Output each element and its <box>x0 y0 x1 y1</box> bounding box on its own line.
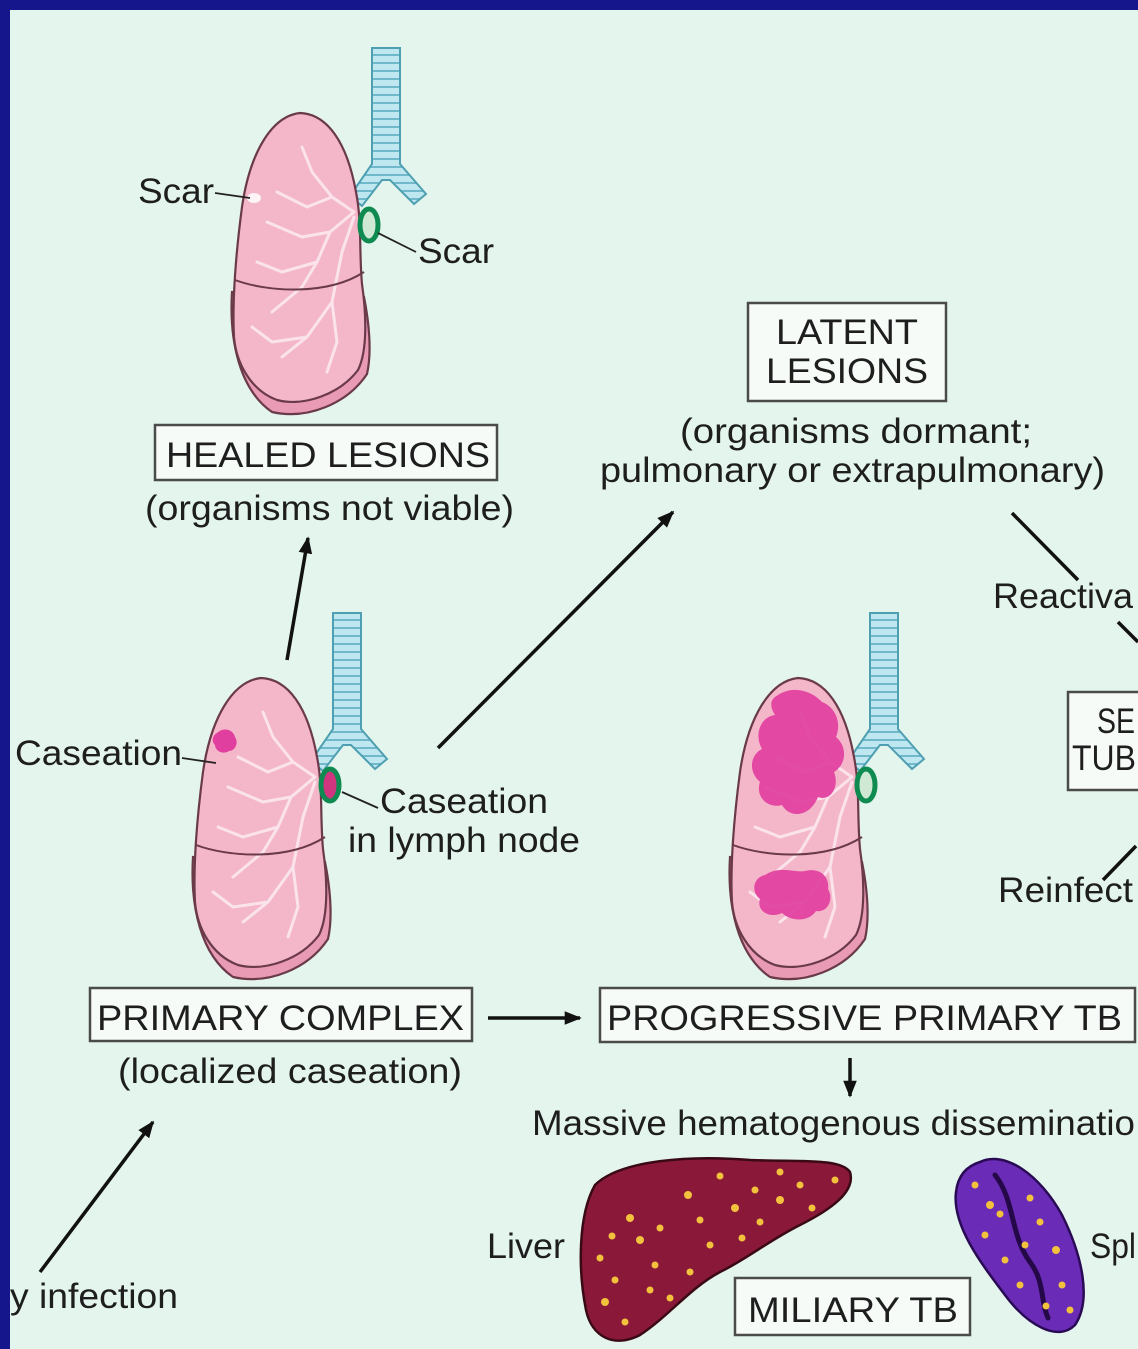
latent-lesions-note-line1: (organisms dormant; <box>680 412 1032 451</box>
dissemination-label: Massive hematogenous disseminatio <box>532 1104 1135 1143</box>
liver-tubercle-dot <box>667 1295 674 1302</box>
lymph-node <box>857 769 875 801</box>
spleen-tubercle-dot <box>1002 1257 1009 1264</box>
liver-tubercle-dot <box>612 1277 619 1284</box>
latent-lesions-note-line2: pulmonary or extrapulmonary) <box>600 451 1105 490</box>
secondary-tb-title-line1: SE <box>1097 702 1135 741</box>
liver-tubercle-dot <box>647 1287 654 1294</box>
node-caseation-label-line2: in lymph node <box>348 821 580 860</box>
progressive-primary-tb-title: PROGRESSIVE PRIMARY TB <box>607 999 1122 1038</box>
spleen-tubercle-dot <box>1052 1246 1060 1254</box>
spleen-tubercle-dot <box>997 1211 1004 1218</box>
liver-tubercle-dot <box>707 1242 714 1249</box>
latent-lesions-title-line2: LESIONS <box>766 352 928 391</box>
miliary-tb-title: MILIARY TB <box>748 1291 958 1330</box>
lymph-node-caseation <box>321 769 339 801</box>
liver-tubercle-dot <box>777 1169 784 1176</box>
primary-complex-note: (localized caseation) <box>118 1052 462 1091</box>
spleen-tubercle-dot <box>1022 1242 1029 1249</box>
scar-label-node: Scar <box>418 232 494 271</box>
liver-tubercle-dot <box>657 1225 664 1232</box>
liver-tubercle-dot <box>832 1177 839 1184</box>
lymph-node-scar <box>360 209 378 241</box>
liver-tubercle-dot <box>684 1191 692 1199</box>
liver-tubercle-dot <box>687 1269 694 1276</box>
spleen-tubercle-dot <box>1067 1307 1074 1314</box>
caseation-label: Caseation <box>15 734 182 773</box>
spleen-tubercle-dot <box>982 1232 989 1239</box>
liver-tubercle-dot <box>597 1255 604 1262</box>
secondary-tb-title-line2: TUB <box>1072 739 1136 778</box>
primary-infection-label: y infection <box>10 1277 178 1316</box>
scar-label-lung: Scar <box>138 172 214 211</box>
spleen-tubercle-dot <box>1017 1282 1024 1289</box>
spleen-tubercle-dot <box>1027 1195 1034 1202</box>
liver-tubercle-dot <box>717 1173 724 1180</box>
latent-lesions-title-line1: LATENT <box>776 313 918 352</box>
liver-tubercle-dot <box>731 1204 739 1212</box>
spleen-tubercle-dot <box>1059 1282 1066 1289</box>
spleen-tubercle-dot <box>1043 1303 1050 1310</box>
liver-tubercle-dot <box>809 1205 816 1212</box>
reactivation-label: Reactiva <box>993 577 1134 616</box>
spleen-tubercle-dot <box>972 1182 979 1189</box>
liver-tubercle-dot <box>626 1214 634 1222</box>
spleen-label: Spl <box>1090 1227 1136 1266</box>
liver-tubercle-dot <box>752 1187 759 1194</box>
liver-tubercle-dot <box>757 1219 764 1226</box>
reinfection-label: Reinfect <box>998 871 1133 910</box>
healed-lesions-title: HEALED LESIONS <box>166 436 490 475</box>
liver-tubercle-dot <box>601 1298 609 1306</box>
liver-tubercle-dot <box>797 1182 804 1189</box>
healed-lesions-note: (organisms not viable) <box>145 489 514 528</box>
node-caseation-label-line1: Caseation <box>380 782 548 821</box>
spleen-tubercle-dot <box>1037 1219 1044 1226</box>
liver-tubercle-dot <box>697 1217 704 1224</box>
liver-tubercle-dot <box>776 1196 784 1204</box>
primary-complex-title: PRIMARY COMPLEX <box>97 999 464 1038</box>
liver-tubercle-dot <box>739 1235 746 1242</box>
liver-tubercle-dot <box>622 1319 629 1326</box>
spleen-tubercle-dot <box>986 1201 994 1209</box>
liver-label: Liver <box>487 1227 565 1266</box>
liver-tubercle-dot <box>609 1233 616 1240</box>
liver-tubercle-dot <box>652 1262 659 1269</box>
liver-tubercle-dot <box>636 1236 644 1244</box>
